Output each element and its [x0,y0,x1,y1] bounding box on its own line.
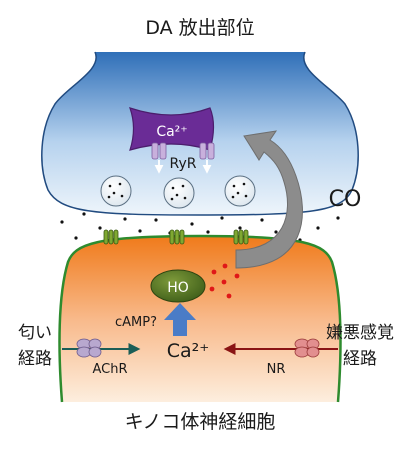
co-retrograde-arrow [235,130,303,269]
aversive-pathway-label-1: 嫌悪感覚 [326,323,394,343]
ryr-channel-right [199,142,215,174]
achr-receptor [76,338,102,358]
synaptic-vesicle-2 [163,177,195,209]
nr-receptor [294,338,320,358]
aversive-pathway-label-2: 経路 [343,349,377,369]
co-molecules [209,263,240,299]
bottom-title: キノコ体神経細胞 [125,411,276,433]
ho-label: HO [167,280,189,296]
da-receptor-right [233,229,249,245]
dopamine-molecules [60,212,340,242]
synaptic-vesicle-3 [224,175,256,207]
odor-pathway-label-1: 匂い [18,323,52,343]
ryr-channel-left [151,142,167,174]
postsynaptic-membrane [58,234,342,403]
achr-label: AChR [92,362,127,377]
ca-cytosol-label: Ca²⁺ [167,340,210,362]
nr-label: NR [267,362,286,377]
da-receptor-middle [169,229,185,245]
synaptic-vesicle-1 [100,175,132,207]
co-label: CO [329,187,362,212]
ca-store-label: Ca²⁺ [156,124,187,140]
ca-to-ho-arrow [164,303,196,336]
ryr-label: RyR [170,156,197,172]
title: DA 放出部位 [145,17,254,39]
ho-enzyme [150,269,206,303]
odor-pathway-label-2: 経路 [18,349,52,369]
mushroom-body-neuron [59,236,341,402]
da-receptor-left [103,229,119,245]
camp-label: cAMP? [115,315,157,330]
